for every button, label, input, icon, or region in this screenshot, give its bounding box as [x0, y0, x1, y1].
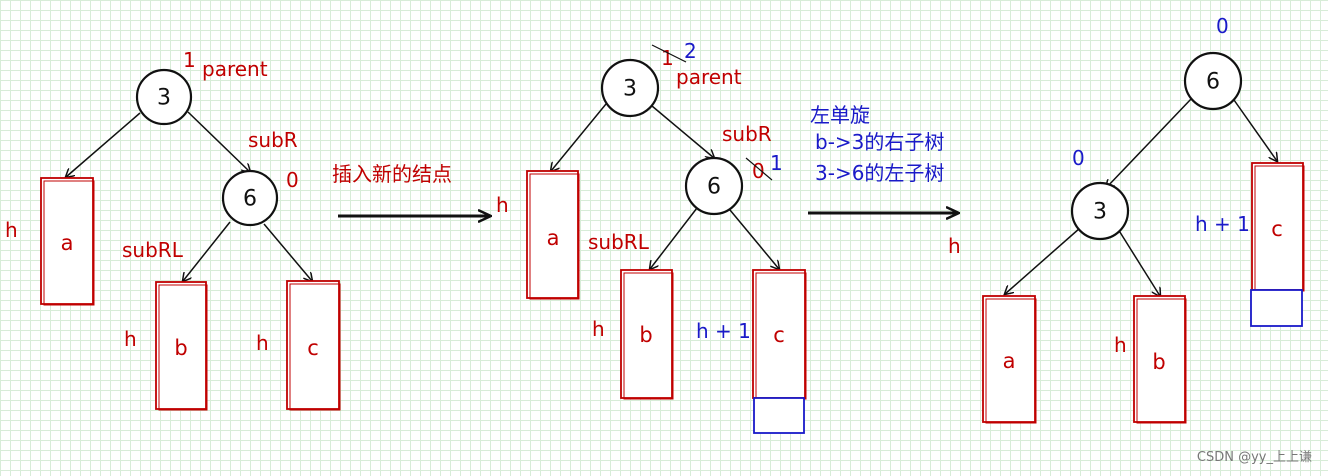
node-6: 6	[221, 169, 279, 227]
transition-insert: 插入新的结点	[332, 162, 490, 216]
svg-text:a: a	[61, 231, 74, 255]
subtree-b: b	[620, 269, 674, 400]
svg-text:6: 6	[1206, 70, 1220, 95]
balance-factor-3-old: 1	[661, 46, 674, 70]
edge-3-to-a	[551, 103, 607, 171]
svg-text:3: 3	[157, 86, 171, 111]
diagram-after-insert: 3 1 2 parent 6 subR 0 1 subRL a h b h	[496, 39, 807, 434]
balance-factor-6-old: 0	[752, 159, 765, 183]
svg-text:c: c	[1271, 217, 1283, 241]
subRL-label: subRL	[122, 238, 184, 262]
edge-6-to-b	[650, 207, 698, 269]
edge-3-to-a	[1005, 227, 1081, 294]
subR-label: subR	[248, 128, 298, 152]
balance-factor-3: 1	[183, 48, 196, 72]
subtree-b: b	[155, 281, 208, 411]
transition-left-rotation: 左单旋 b->3的右子树 3->6的左子树 h	[808, 103, 961, 258]
new-node-block	[1250, 289, 1303, 327]
svg-text:3: 3	[623, 77, 637, 102]
subtree-c: c	[286, 280, 341, 411]
node-6: 6	[684, 156, 744, 216]
svg-text:a: a	[1003, 349, 1016, 373]
height-b: h	[124, 327, 137, 351]
insert-node-label: 插入新的结点	[332, 162, 452, 186]
subtree-c: c	[1251, 162, 1305, 292]
node-3: 3	[1070, 181, 1130, 241]
subtree-c: c	[752, 269, 807, 400]
edge-6-to-c	[729, 209, 779, 269]
height-label: h	[948, 234, 961, 258]
strikeout-6	[745, 157, 773, 181]
balance-factor-6: 0	[1216, 14, 1229, 38]
svg-text:b: b	[1152, 350, 1165, 374]
watermark: CSDN @yy_上上谦	[1197, 450, 1312, 465]
node-6: 6	[1183, 51, 1243, 111]
svg-text:b: b	[174, 336, 187, 360]
balance-factor-3-new: 2	[684, 39, 697, 63]
edge-3-to-a	[66, 112, 141, 177]
diagram-after-rotation: 6 0 3 0 a b h c h + 1	[982, 14, 1305, 424]
left-rotation-title: 左单旋	[810, 103, 870, 127]
edge-3-to-b	[1117, 228, 1160, 296]
height-b: h	[1114, 333, 1127, 357]
rotation-step-2: 3->6的左子树	[815, 161, 944, 185]
balance-factor-6: 0	[286, 168, 299, 192]
node-3: 3	[135, 68, 193, 126]
height-a: h	[5, 218, 18, 242]
subtree-a: a	[526, 170, 580, 300]
svg-text:c: c	[307, 336, 319, 360]
svg-text:3: 3	[1093, 200, 1107, 225]
balance-factor-6-new: 1	[770, 151, 783, 175]
edge-6-to-b	[183, 221, 231, 281]
svg-text:6: 6	[707, 175, 721, 200]
height-c: h	[256, 331, 269, 355]
subtree-a: a	[982, 295, 1037, 424]
height-c: h + 1	[1195, 212, 1250, 236]
svg-text:6: 6	[243, 187, 257, 212]
edge-3-to-6	[187, 111, 250, 172]
subRL-label: subRL	[588, 230, 650, 254]
svg-text:c: c	[773, 323, 785, 347]
subR-label: subR	[722, 122, 772, 146]
node-3: 3	[600, 58, 660, 118]
height-a: h	[496, 193, 509, 217]
svg-text:b: b	[639, 323, 652, 347]
strikeout-3	[651, 44, 687, 63]
edge-6-to-3	[1106, 97, 1193, 188]
rotation-step-1: b->3的右子树	[815, 130, 944, 154]
balance-factor-3: 0	[1072, 146, 1085, 170]
parent-label: parent	[676, 65, 742, 89]
edge-6-to-c	[1233, 99, 1277, 161]
height-c: h + 1	[696, 319, 751, 343]
diagram-before-insert: 3 1 parent 6 subR 0 subRL a h b h c h	[5, 48, 341, 411]
subtree-b: b	[1133, 295, 1187, 424]
subtree-a: a	[40, 177, 95, 306]
svg-text:a: a	[547, 226, 560, 250]
height-b: h	[592, 317, 605, 341]
edge-3-to-6	[651, 105, 714, 158]
new-node-block	[753, 397, 805, 434]
parent-label: parent	[202, 57, 268, 81]
edge-6-to-c	[263, 223, 312, 281]
